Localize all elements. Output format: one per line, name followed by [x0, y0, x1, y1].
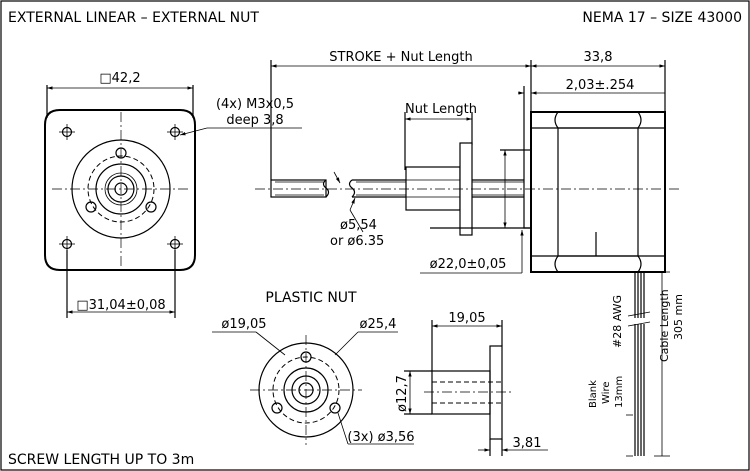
nut-bolt-circle-dim: ø19,05 — [221, 317, 266, 332]
side-nut-body — [405, 166, 461, 211]
nut-flange-thickness-dim: 3,81 — [513, 436, 542, 451]
cable-length-line2: 305 mm — [672, 294, 685, 340]
side-view: STROKE + Nut Length 33,8 2,03±.254 Nut L… — [255, 50, 685, 457]
plastic-nut-flange-side — [489, 345, 503, 440]
awg-label: #28 AWG — [611, 295, 624, 348]
cable-length-line1: Cable Length — [658, 289, 671, 362]
plastic-nut-view: PLASTIC NUT ø19,05 ø25,4 (3x) ø3,56 19,0… — [212, 290, 548, 456]
thread-note-line1: (4x) M3x0,5 — [216, 97, 294, 112]
front-view: □42,2 □31,04±0,08 (4x) M3x — [44, 71, 302, 318]
nut-holes-dim: (3x) ø3,56 — [347, 430, 414, 445]
nut-body-dia-dim: ø12,7 — [395, 375, 410, 412]
nut-length-dim: Nut Length — [405, 102, 477, 117]
side-motor-body — [530, 111, 666, 273]
front-square-dim: □42,2 — [99, 71, 140, 86]
blank-wire-line1: Blank — [588, 380, 599, 408]
plastic-nut-body-side — [431, 370, 491, 415]
thread-note-line2: deep 3,8 — [226, 113, 283, 128]
nut-length-side-dim: 19,05 — [448, 311, 485, 326]
boss-length-dim: 2,03±.254 — [566, 78, 635, 93]
cable-wires — [627, 272, 651, 456]
header-left-title: EXTERNAL LINEAR – EXTERNAL NUT — [8, 10, 259, 26]
stroke-dim: STROKE + Nut Length — [329, 50, 472, 65]
header-right-title: NEMA 17 – SIZE 43000 — [582, 10, 742, 26]
blank-wire-line3: 13mm — [614, 376, 625, 408]
front-screw-hub — [107, 175, 135, 203]
blank-wire-line2: Wire — [601, 382, 612, 405]
front-mount-dim: □31,04±0,08 — [76, 298, 165, 313]
body-length-dim: 33,8 — [584, 50, 613, 65]
screw-dia-line2: or ø6.35 — [330, 234, 384, 249]
pilot-dia-dim: ø22,0±0,05 — [430, 257, 507, 272]
footer-note: SCREW LENGTH UP TO 3m — [8, 452, 194, 468]
plastic-nut-title: PLASTIC NUT — [265, 290, 357, 306]
screw-dia-line1: ø5,54 — [340, 218, 377, 233]
front-face-outline — [44, 109, 196, 271]
nut-flange-dim: ø25,4 — [360, 317, 397, 332]
